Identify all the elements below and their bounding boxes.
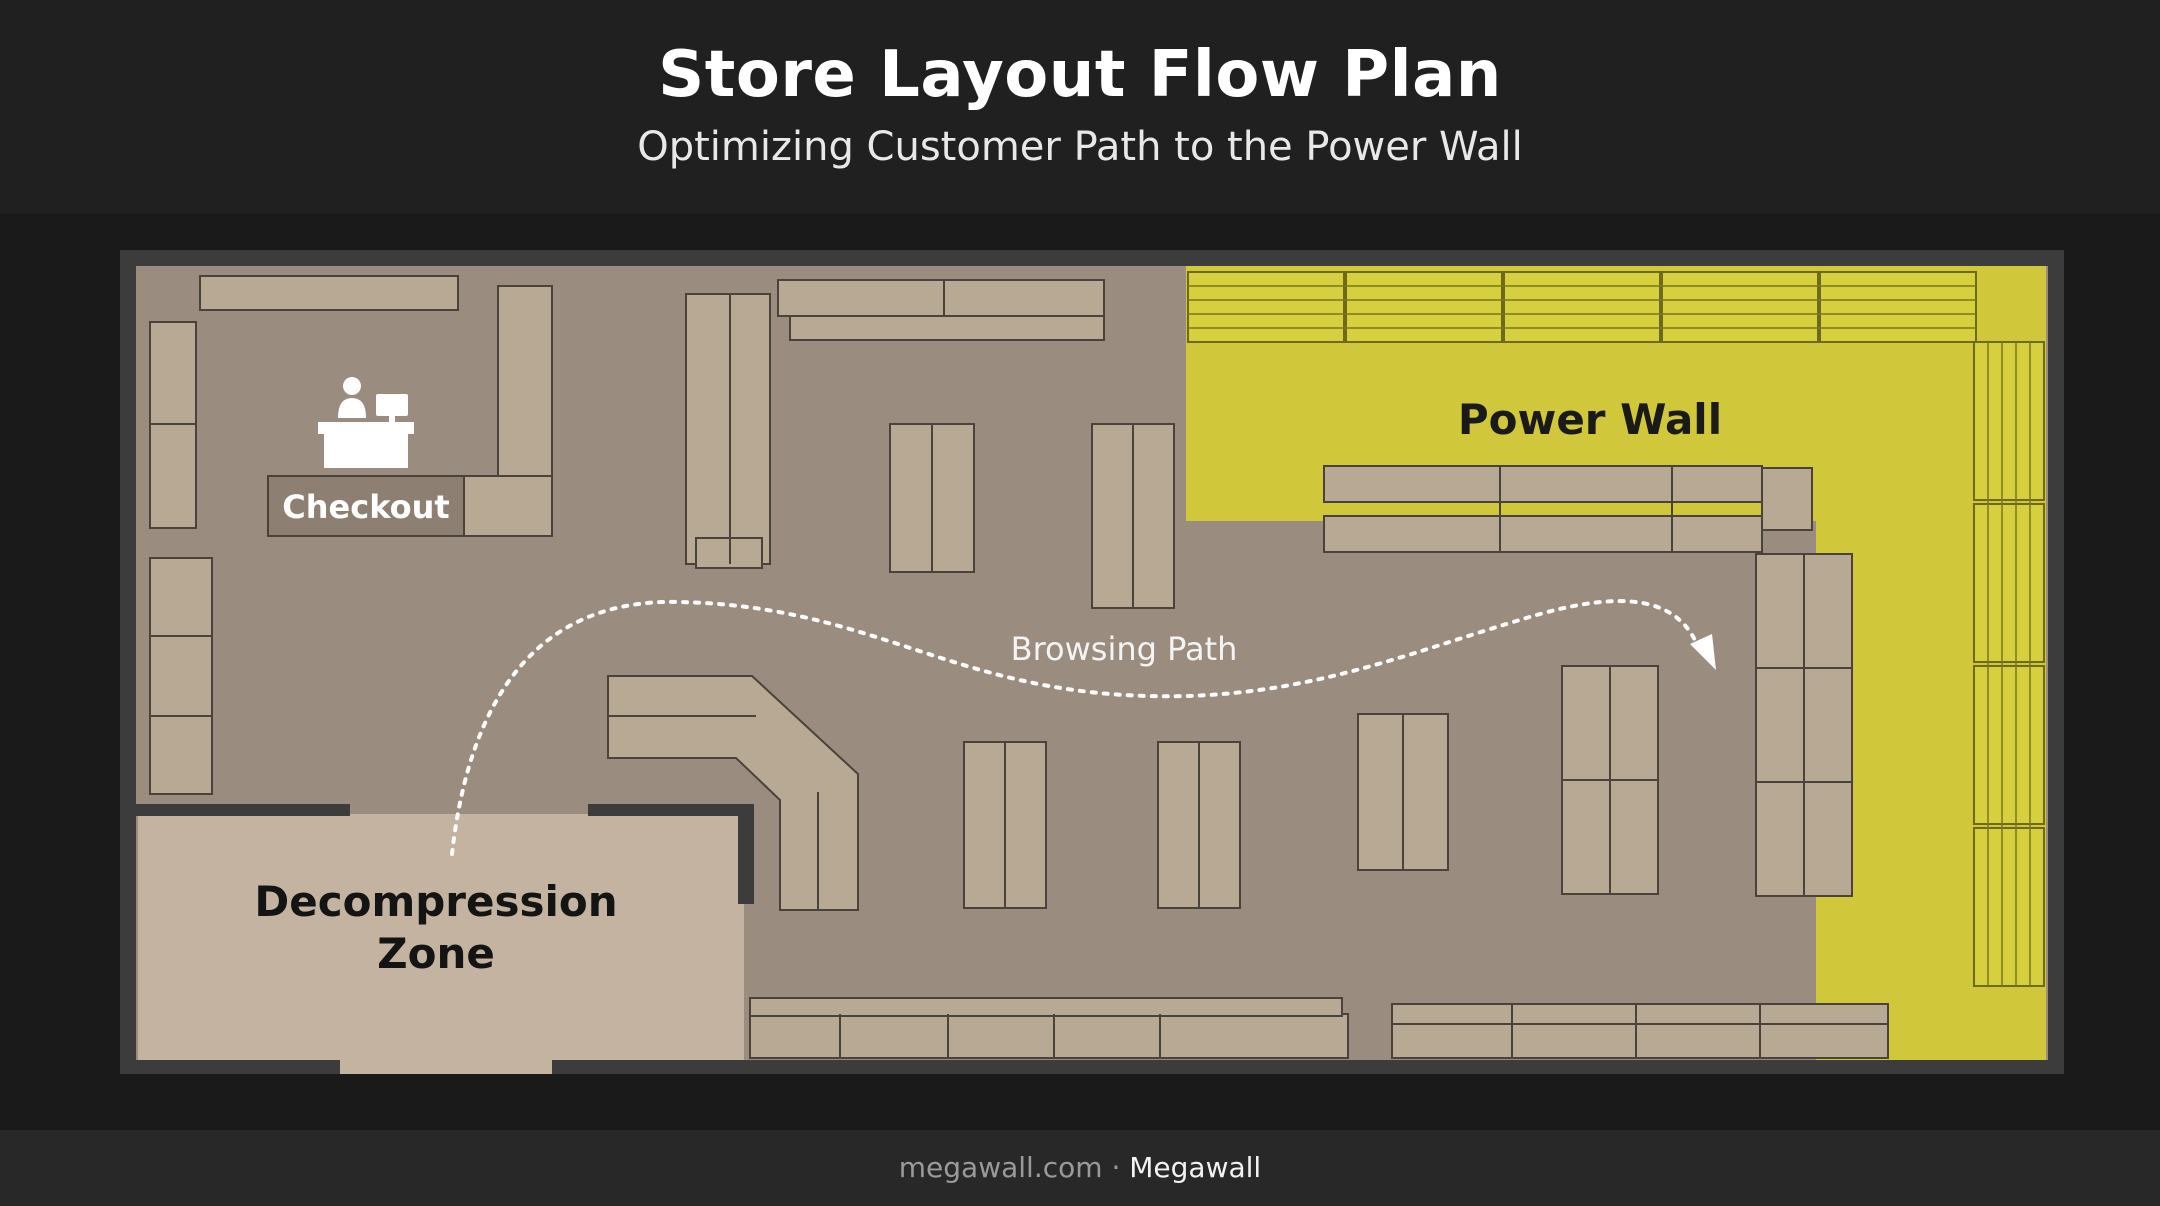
checkout-label-box <box>267 475 465 537</box>
footer-separator: · <box>1111 1151 1121 1184</box>
decompression-wall-right <box>588 804 754 816</box>
footer-brand: Megawall <box>1129 1151 1262 1184</box>
fixture-back-shelf-corner <box>1761 467 1813 531</box>
page-subtitle: Optimizing Customer Path to the Power Wa… <box>637 124 1523 170</box>
fixture-back-shelf-lower <box>1323 515 1763 553</box>
fixture-top-left-wall-shelf <box>199 275 459 311</box>
browsing-path-line <box>450 599 1702 856</box>
checkout-area: Checkout <box>267 377 465 537</box>
browsing-path: Browsing Path <box>450 599 1716 856</box>
decompression-floor <box>138 814 744 1060</box>
footer-domain: megawall.com <box>898 1151 1103 1184</box>
cashier-icon <box>318 377 414 468</box>
browsing-path-label: Browsing Path <box>1011 630 1238 668</box>
power-wall-right-shelf-lines <box>1987 342 2031 986</box>
fixture-divider-lines <box>150 294 1852 1058</box>
decompression-label-line2: Zone <box>377 929 495 978</box>
floor-plan-area: Power Wall Decompression Zone <box>0 214 2160 1130</box>
footer: megawall.com · Megawall <box>0 1130 2160 1206</box>
floor-plan-diagram: Power Wall Decompression Zone <box>120 250 2064 1074</box>
fixture-top-wall-shelf-c <box>789 315 1105 341</box>
decompression-wall-left <box>136 804 350 816</box>
fixture-angled-corner <box>607 675 859 911</box>
decompression-label-line1: Decompression <box>254 877 617 926</box>
fixture-top-wall-shelf-a <box>777 279 945 317</box>
checkout-label: Checkout <box>282 488 449 526</box>
fixture-top-center-gondola <box>685 293 771 565</box>
power-wall-right-shelves <box>1973 341 2045 987</box>
fixture-bottom-wall-shelf-a-top <box>749 997 1343 1017</box>
browsing-path-arrowhead <box>1690 634 1716 670</box>
power-wall-zone: Power Wall <box>1186 266 2046 1060</box>
power-wall-top-shelves <box>1187 271 1977 343</box>
page-title: Store Layout Flow Plan <box>658 38 1502 112</box>
decompression-zone: Decompression Zone <box>136 804 754 1060</box>
power-wall-label: Power Wall <box>1458 395 1722 444</box>
fixture-bottom-wall-shelf-c <box>1391 1023 1889 1059</box>
store-entrance <box>340 1060 552 1074</box>
fixture-bottom-wall-shelf-b <box>1391 1003 1889 1025</box>
fixture-back-shelf-upper <box>1323 465 1763 503</box>
fixture-left-wall-shelf-lower <box>149 557 213 795</box>
power-wall-top-shelf-lines <box>1188 285 1976 329</box>
decompression-wall-side <box>738 804 754 904</box>
header: Store Layout Flow Plan Optimizing Custom… <box>0 0 2160 214</box>
fixture-top-wall-shelf-b <box>943 279 1105 317</box>
